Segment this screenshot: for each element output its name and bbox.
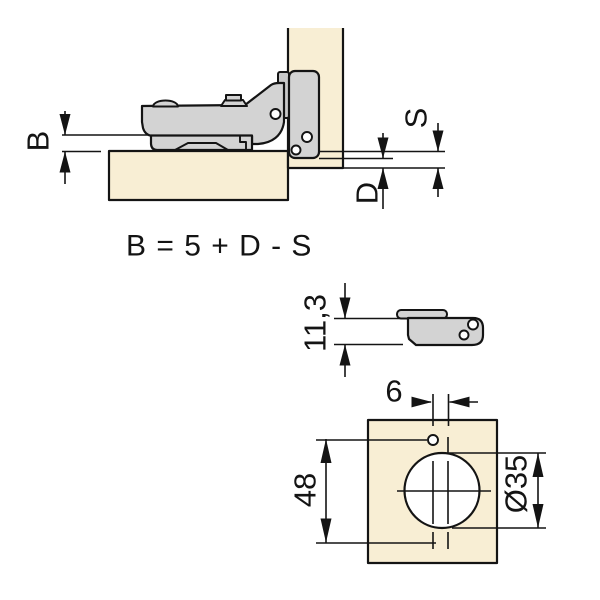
arrow-up-icon: [377, 168, 389, 189]
dim-s-label: S: [399, 108, 434, 129]
cup-body-hole: [467, 318, 479, 331]
drilling-pattern-view: 6 48 Ø35: [288, 374, 546, 565]
dim-d-label: D: [350, 182, 385, 204]
arrow-up-icon: [339, 344, 351, 366]
arrow-up-icon: [532, 453, 544, 477]
arrow-up-icon: [59, 151, 71, 173]
dim-cup-depth-label: 11,3: [298, 294, 333, 352]
arrow-down-icon: [59, 114, 71, 135]
arrow-up-icon: [432, 168, 444, 189]
arrow-down-icon: [432, 130, 444, 152]
dim-diameter-label: Ø35: [499, 455, 534, 514]
hinge-dome-boss: [152, 99, 179, 108]
arm-screw-hole: [269, 108, 282, 120]
arrow-right-icon: [411, 396, 432, 408]
dim-b-label: B: [21, 131, 56, 152]
hinge-arm: [140, 81, 286, 146]
arrow-down-icon: [339, 297, 351, 319]
door-panel: [107, 149, 290, 202]
dimension-b: B: [21, 111, 71, 184]
dimension-diameter-35: Ø35: [449, 452, 546, 529]
hinge-side-view: B S D B = 5 + D - S: [21, 28, 445, 263]
arrow-left-icon: [449, 396, 470, 408]
arrow-down-icon: [377, 137, 389, 159]
plate-screw-hole: [290, 144, 302, 156]
formula-text: B = 5 + D - S: [126, 230, 312, 263]
hinge-cup-step-line: [239, 135, 247, 150]
arrow-down-icon: [532, 504, 544, 528]
cup-body-hole: [458, 329, 470, 341]
arrow-down-icon: [320, 518, 332, 543]
hinge-cup-ridge-line: [174, 142, 229, 151]
dimension-d: D: [350, 133, 389, 209]
dimension-spacing-48: 48: [288, 439, 332, 543]
dimension-offset-6: 6: [385, 374, 478, 426]
pilot-drill-hole: [427, 434, 439, 446]
plate-screw-hole: [301, 131, 313, 143]
arrow-up-icon: [320, 439, 332, 463]
mounting-plate: [287, 69, 321, 160]
dim-spacing-label: 48: [288, 473, 323, 507]
cup-profile-view: 11,3: [298, 283, 485, 377]
adjustment-screw-cap: [225, 94, 242, 102]
dim-offset-label: 6: [385, 374, 402, 409]
dimension-s: S: [399, 108, 444, 197]
